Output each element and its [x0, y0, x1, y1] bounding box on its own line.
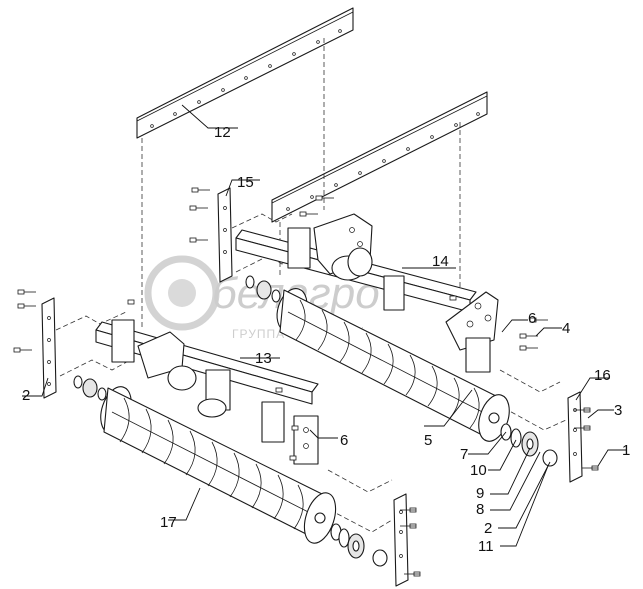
- callout-7: 7: [460, 446, 468, 463]
- strap-front: [136, 7, 354, 139]
- front-drum-blades: [111, 397, 321, 530]
- callout-16: 16: [594, 367, 611, 384]
- strap-rear: [271, 91, 488, 223]
- callout-15: 15: [237, 174, 254, 191]
- callout-2-right: 2: [484, 520, 492, 537]
- leader-lines: [22, 104, 626, 547]
- rear-drum-blades: [287, 299, 495, 429]
- callout-1: 1: [622, 442, 630, 459]
- front-frame-beam: [95, 319, 319, 465]
- callout-10: 10: [470, 462, 487, 479]
- bearing-stack-front: [330, 523, 388, 567]
- callout-14: 14: [432, 253, 449, 270]
- callout-labels: 12 15 14 13 6 4 16 3 1 2 5 7 10 9 8 2 11…: [22, 124, 630, 555]
- callout-12: 12: [214, 124, 231, 141]
- callout-13: 13: [255, 350, 272, 367]
- bearing-stack-rear: [500, 423, 558, 467]
- callout-8: 8: [476, 501, 484, 518]
- side-plate-left-front: [41, 297, 57, 399]
- bolts: [13, 187, 599, 577]
- side-plate-right-rear: [567, 391, 583, 483]
- callout-2-left: 2: [22, 387, 30, 404]
- bearing-stack-left-front: [73, 375, 107, 401]
- side-plate-right-front: [393, 493, 409, 587]
- watermark-logo-center: [168, 279, 196, 307]
- rear-roller-drum: [276, 288, 510, 442]
- callout-4: 4: [562, 320, 570, 337]
- front-roller-drum: [100, 386, 337, 544]
- rear-frame-beam: [235, 213, 499, 373]
- side-plate-left-rear: [217, 187, 233, 283]
- callout-9: 9: [476, 485, 484, 502]
- callout-3: 3: [614, 402, 622, 419]
- callout-11: 11: [478, 538, 494, 555]
- watermark-logo-ring: [144, 255, 220, 331]
- callout-6-rear: 6: [528, 310, 536, 327]
- callout-5: 5: [424, 432, 432, 449]
- bearing-stack-left-rear: [245, 275, 281, 303]
- callout-17: 17: [160, 514, 177, 531]
- callout-6-front: 6: [340, 432, 348, 449]
